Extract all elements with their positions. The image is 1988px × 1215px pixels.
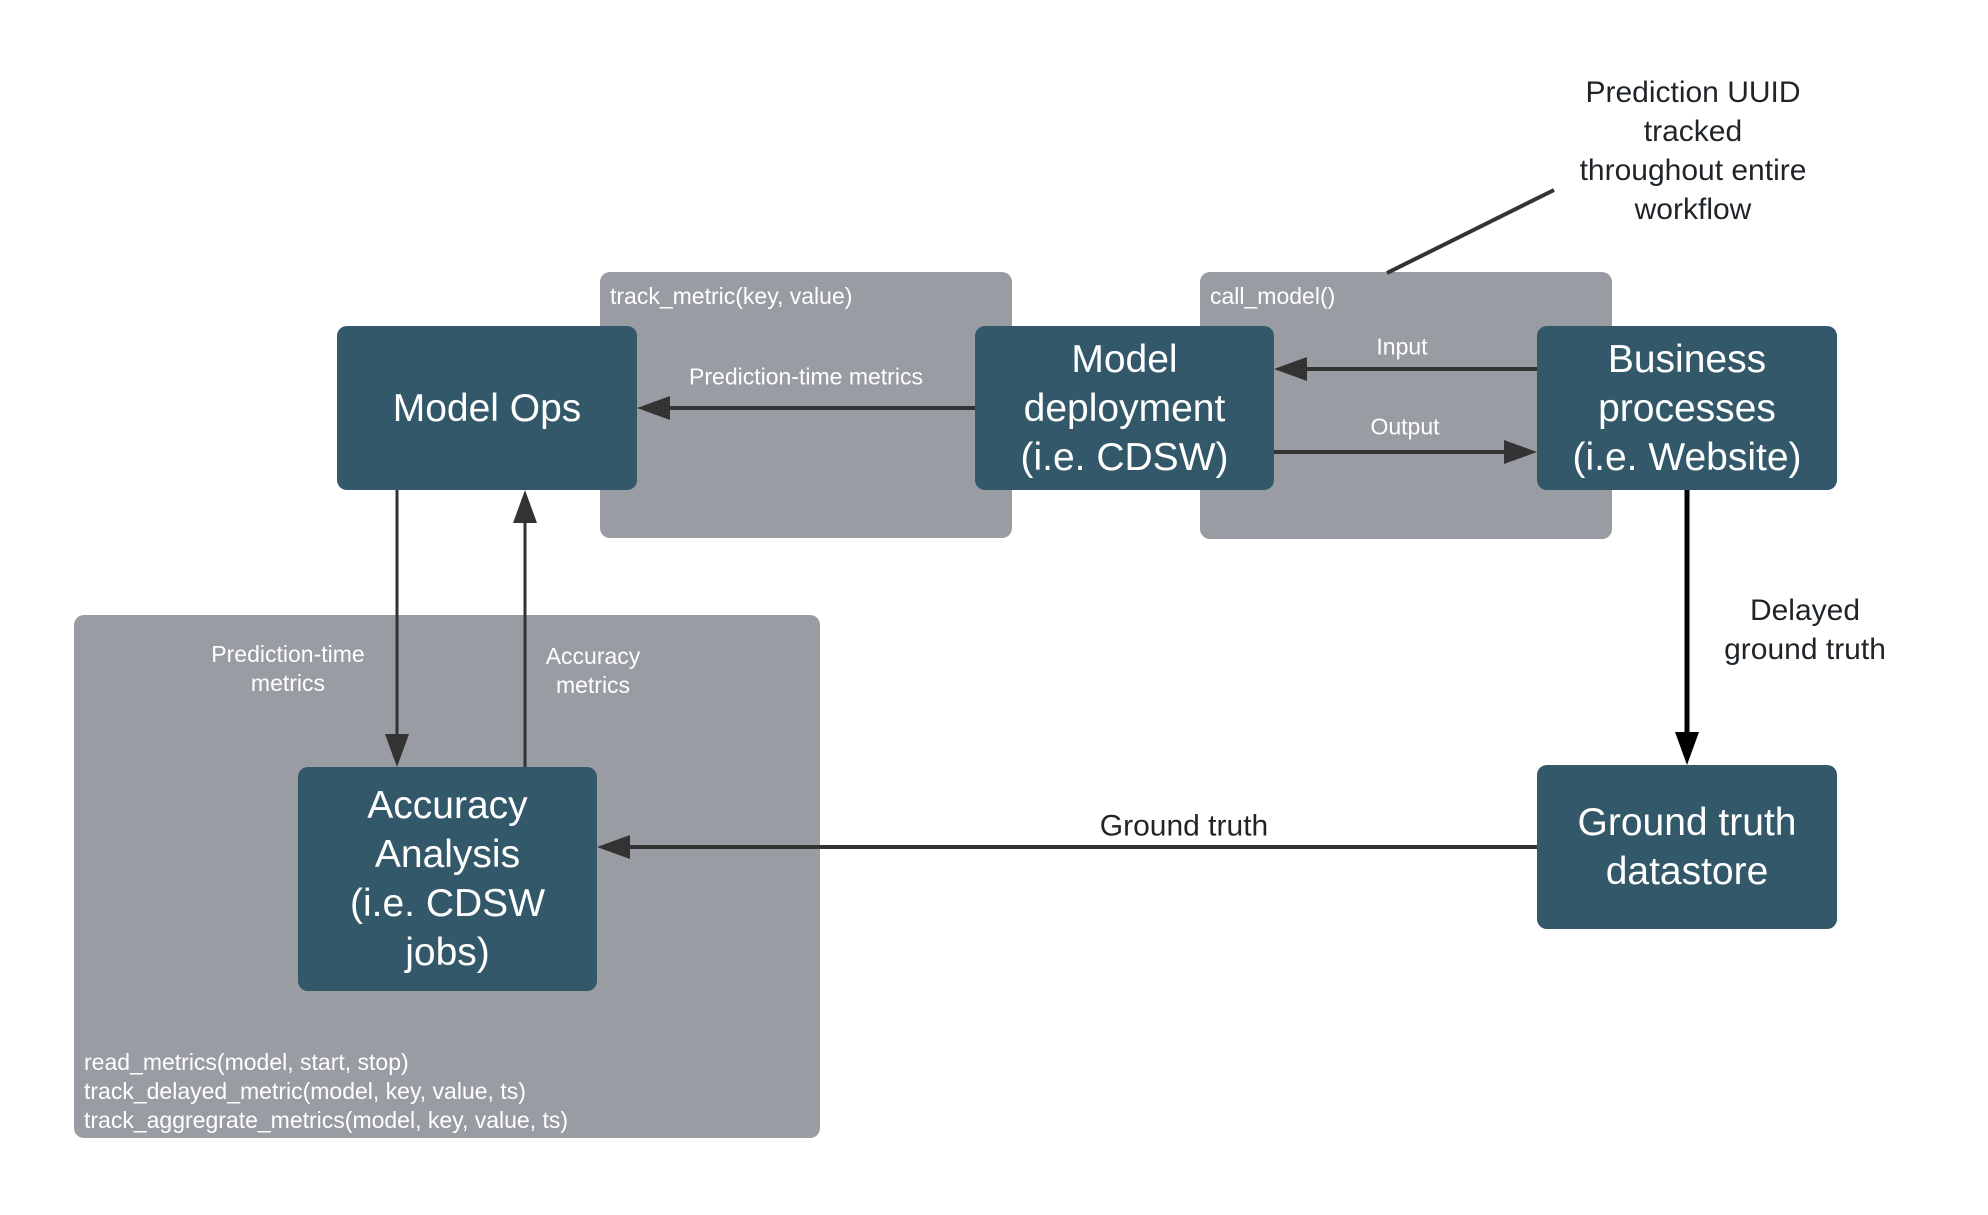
annotation-prediction-uuid: Prediction UUID tracked throughout entir…: [1579, 76, 1807, 226]
node-business-processes-label: Business processes (i.e. Website): [1572, 337, 1802, 479]
call-model-group-label: call_model(): [1210, 283, 1336, 309]
edge-label-ops-to-accuracy: Prediction-time metrics: [211, 641, 365, 696]
node-accuracy-analysis[interactable]: Accuracy Analysis (i.e. CDSW jobs): [298, 767, 597, 991]
edge-label-ground-truth: Ground truth: [1099, 809, 1269, 843]
annotation-leader-line: [1386, 188, 1555, 275]
track-metric-group: track_metric(key, value): [600, 272, 1012, 538]
edge-label-input: Input: [1376, 333, 1428, 360]
node-ground-truth-datastore[interactable]: Ground truth datastore: [1537, 765, 1837, 929]
node-model-ops-label: Model Ops: [392, 386, 582, 430]
node-model-deployment[interactable]: Model deployment (i.e. CDSW): [975, 326, 1274, 490]
edge-label-output: Output: [1370, 413, 1440, 440]
arrowhead-icon: [513, 490, 537, 523]
accuracy-group-label: read_metrics(model, start, stop) track_d…: [84, 1049, 569, 1133]
node-model-deployment-label: Model deployment (i.e. CDSW): [1020, 337, 1229, 479]
edge-delayed-ground-truth: [1675, 490, 1699, 765]
edge-label-accuracy-to-ops: Accuracy metrics: [545, 643, 641, 698]
node-model-ops[interactable]: Model Ops: [337, 326, 637, 490]
track-metric-group-label: track_metric(key, value): [610, 283, 853, 309]
arrowhead-icon: [1675, 732, 1699, 765]
edge-label-prediction-time-metrics: Prediction-time metrics: [689, 363, 923, 390]
node-business-processes[interactable]: Business processes (i.e. Website): [1537, 326, 1837, 490]
edge-label-delayed-ground-truth: Delayed ground truth: [1724, 594, 1886, 666]
accuracy-group: read_metrics(model, start, stop) track_d…: [74, 615, 820, 1138]
node-ground-truth-datastore-label: Ground truth datastore: [1577, 801, 1797, 893]
node-accuracy-analysis-label: Accuracy Analysis (i.e. CDSW jobs): [350, 784, 545, 974]
